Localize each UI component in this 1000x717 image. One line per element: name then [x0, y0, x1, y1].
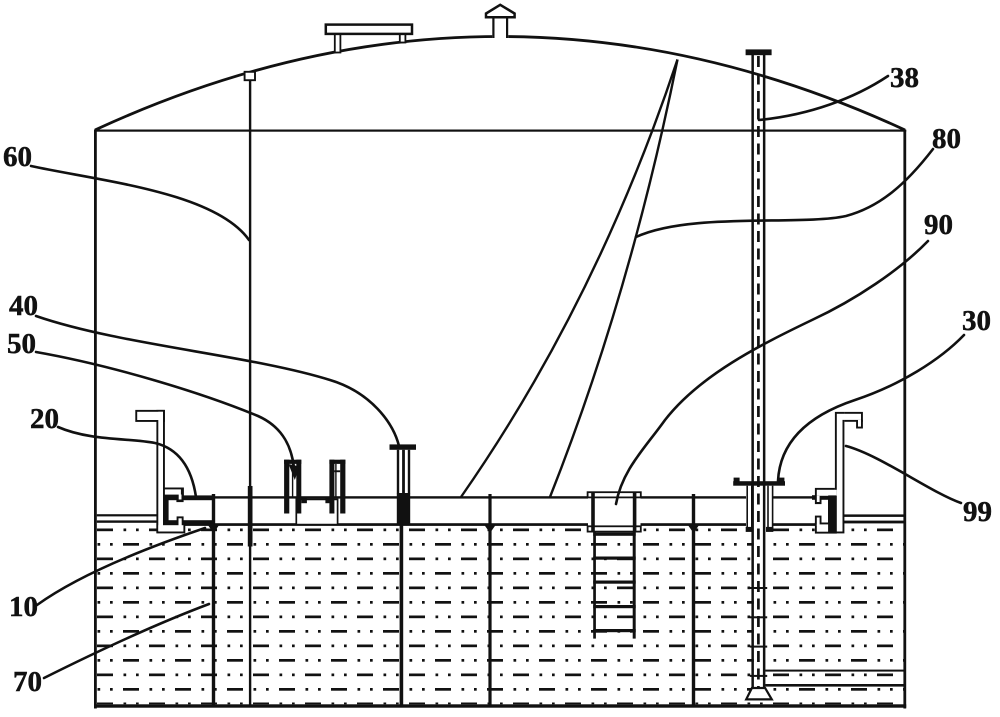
svg-text:80: 80	[932, 123, 961, 155]
svg-text:40: 40	[9, 290, 38, 322]
svg-text:38: 38	[890, 62, 919, 94]
svg-text:99: 99	[963, 496, 992, 528]
svg-text:90: 90	[924, 209, 953, 241]
svg-text:20: 20	[30, 403, 59, 435]
svg-text:50: 50	[7, 328, 36, 360]
svg-text:70: 70	[13, 666, 42, 698]
svg-text:60: 60	[3, 141, 32, 173]
svg-text:10: 10	[9, 591, 38, 623]
svg-text:30: 30	[962, 305, 991, 337]
